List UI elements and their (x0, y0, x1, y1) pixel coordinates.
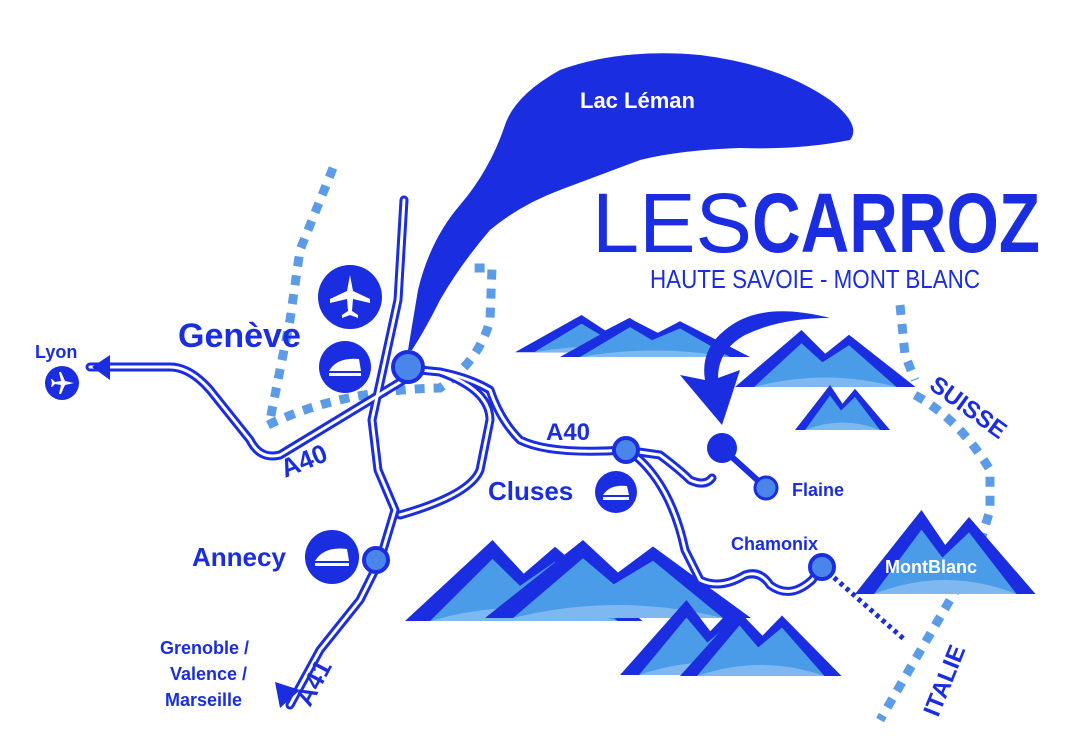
train-icon (305, 530, 359, 584)
node-geneve (391, 350, 425, 384)
node-chamonix (808, 553, 836, 581)
brand-prefix: LES (592, 176, 752, 270)
label-valence: Valence / (170, 664, 247, 684)
label-grenoble: Grenoble / (160, 638, 249, 658)
lake-label: Lac Léman (580, 88, 695, 113)
mountain-icon (795, 385, 890, 430)
border-lines (265, 166, 995, 723)
brand-tagline: HAUTE SAVOIE - MONT BLANC (650, 264, 980, 294)
label-geneve: Genève (178, 317, 301, 355)
mountain-icon (855, 510, 1036, 594)
node-flaine (753, 475, 779, 501)
node-annecy (362, 546, 390, 574)
label-marseille: Marseille (165, 690, 242, 710)
label-annecy: Annecy (192, 542, 286, 572)
city-nodes (362, 350, 836, 581)
road-label-a40-west: A40 (276, 438, 331, 484)
label-montblanc: MontBlanc (885, 557, 977, 577)
airplane-icon (45, 366, 79, 400)
train-icon (319, 341, 371, 393)
road-label-a40-east: A40 (546, 419, 590, 446)
border-label-italie: ITALIE (919, 641, 972, 720)
node-carroz (707, 433, 737, 463)
lake-shape (408, 53, 854, 351)
label-cluses: Cluses (488, 476, 573, 506)
arrow-down-icon (680, 311, 830, 425)
brand-name: CARROZ (752, 176, 1040, 270)
label-flaine: Flaine (792, 480, 844, 500)
tunnel-line (820, 565, 907, 642)
airplane-icon (318, 265, 382, 329)
label-lyon: Lyon (35, 342, 77, 362)
train-icon (595, 471, 637, 513)
label-chamonix: Chamonix (731, 534, 818, 554)
roads (85, 195, 827, 710)
node-cluses (612, 436, 640, 464)
mountain-icon (735, 330, 916, 387)
